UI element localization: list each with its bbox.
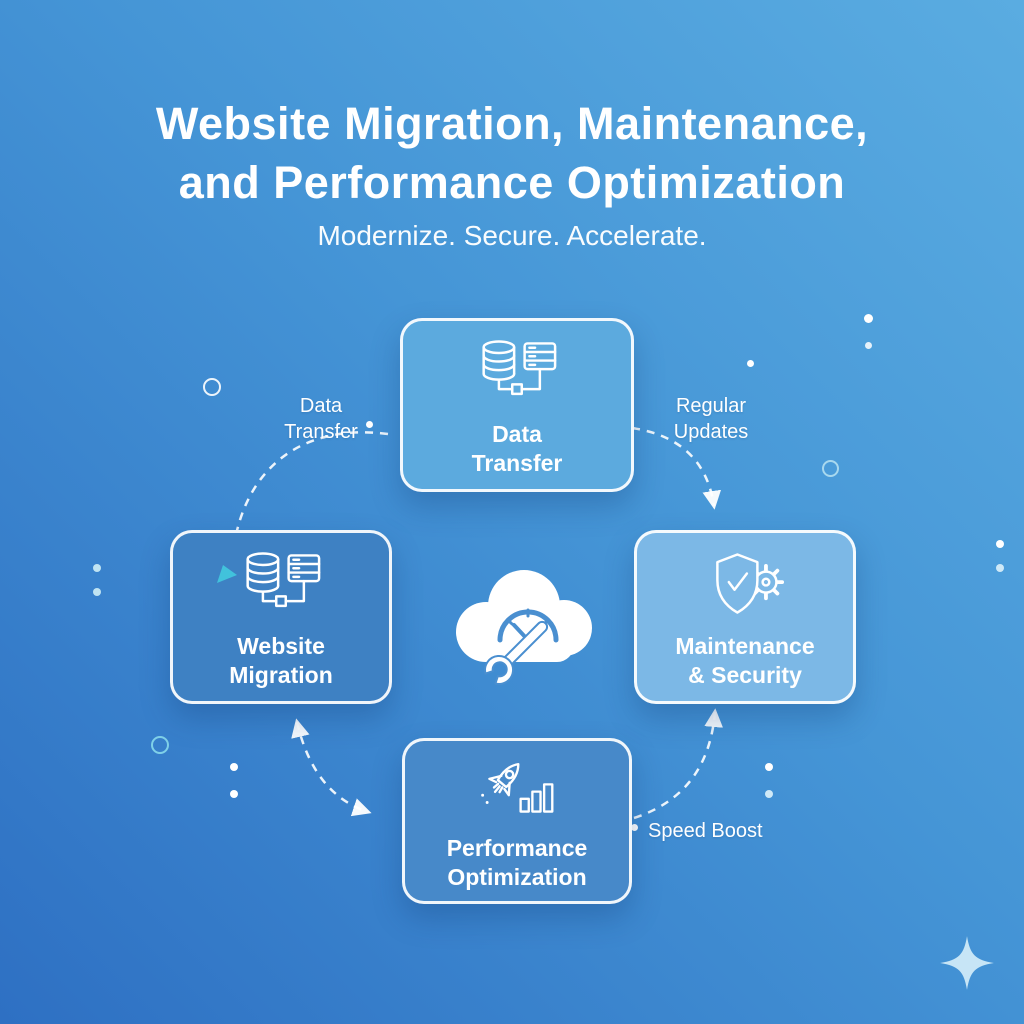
decor-ring [151,736,169,754]
decor-dot [230,763,238,771]
node-label-line: Migration [229,662,333,688]
node-label-line: Data [492,420,542,447]
title-line-2: and Performance Optimization [178,157,846,209]
decor-dot [765,763,773,771]
arrow-top-to-right [631,426,722,510]
database-server-icon [482,339,557,395]
edge-label-speed-boost: Speed Boost [648,818,788,844]
decor-dot [747,360,754,367]
node-label-line: & Security [688,662,802,688]
node-label: Website Migration [229,632,333,691]
page-title: Website Migration, Maintenance, and Perf… [0,94,1024,213]
page-subtitle: Modernize. Secure. Accelerate. [317,220,707,251]
node-label: Data Transfer [472,420,563,479]
node-label-line: Maintenance [675,632,815,659]
wrench-icon [484,620,549,685]
decor-ring [822,460,839,477]
decor-dot [996,540,1004,548]
decor-dot [230,790,238,798]
node-data-transfer: Data Transfer [400,318,634,492]
node-performance-optimization: Performance Optimization [402,738,632,904]
rocket-growth-icon [481,762,554,813]
edge-label-line: Updates [673,421,749,443]
decor-dot [996,564,1004,572]
arrow-bottom-to-right [633,708,724,820]
decor-ring [203,378,221,396]
edge-label-line: Speed Boost [648,820,763,842]
edge-label-data-transfer: Data Transfer [266,393,376,445]
decor-dot [865,342,872,349]
decor-dot [93,588,101,596]
decor-dot [864,314,873,323]
node-label-line: Website [237,632,325,659]
node-label-line: Performance [446,834,588,861]
decor-dot [366,421,373,428]
sparkle-icon [940,936,994,990]
title-line-1: Website Migration, Maintenance, [155,98,869,149]
node-maintenance-security: Maintenance & Security [634,530,856,704]
cyan-arrowhead-icon [217,565,237,583]
edge-label-line: Data [299,395,343,417]
cloud-gauge-wrench-icon [456,570,592,685]
node-label-line: Transfer [471,450,563,476]
node-label: Performance Optimization [447,834,588,893]
decor-dot [765,790,773,798]
database-server-icon [246,551,321,607]
node-website-migration: Website Migration [170,530,392,704]
arrow-bottom-to-left [291,718,372,817]
decor-dot [631,824,638,831]
edge-label-line: Transfer [284,421,358,443]
edge-label-regular-updates: Regular Updates [656,393,766,445]
node-label: Maintenance & Security [675,632,814,691]
shield-gear-icon [716,552,785,614]
arrow-left-to-top [231,431,389,553]
edge-label-line: Regular [675,395,747,417]
node-label-line: Optimization [447,864,587,890]
decor-dot [93,564,101,572]
